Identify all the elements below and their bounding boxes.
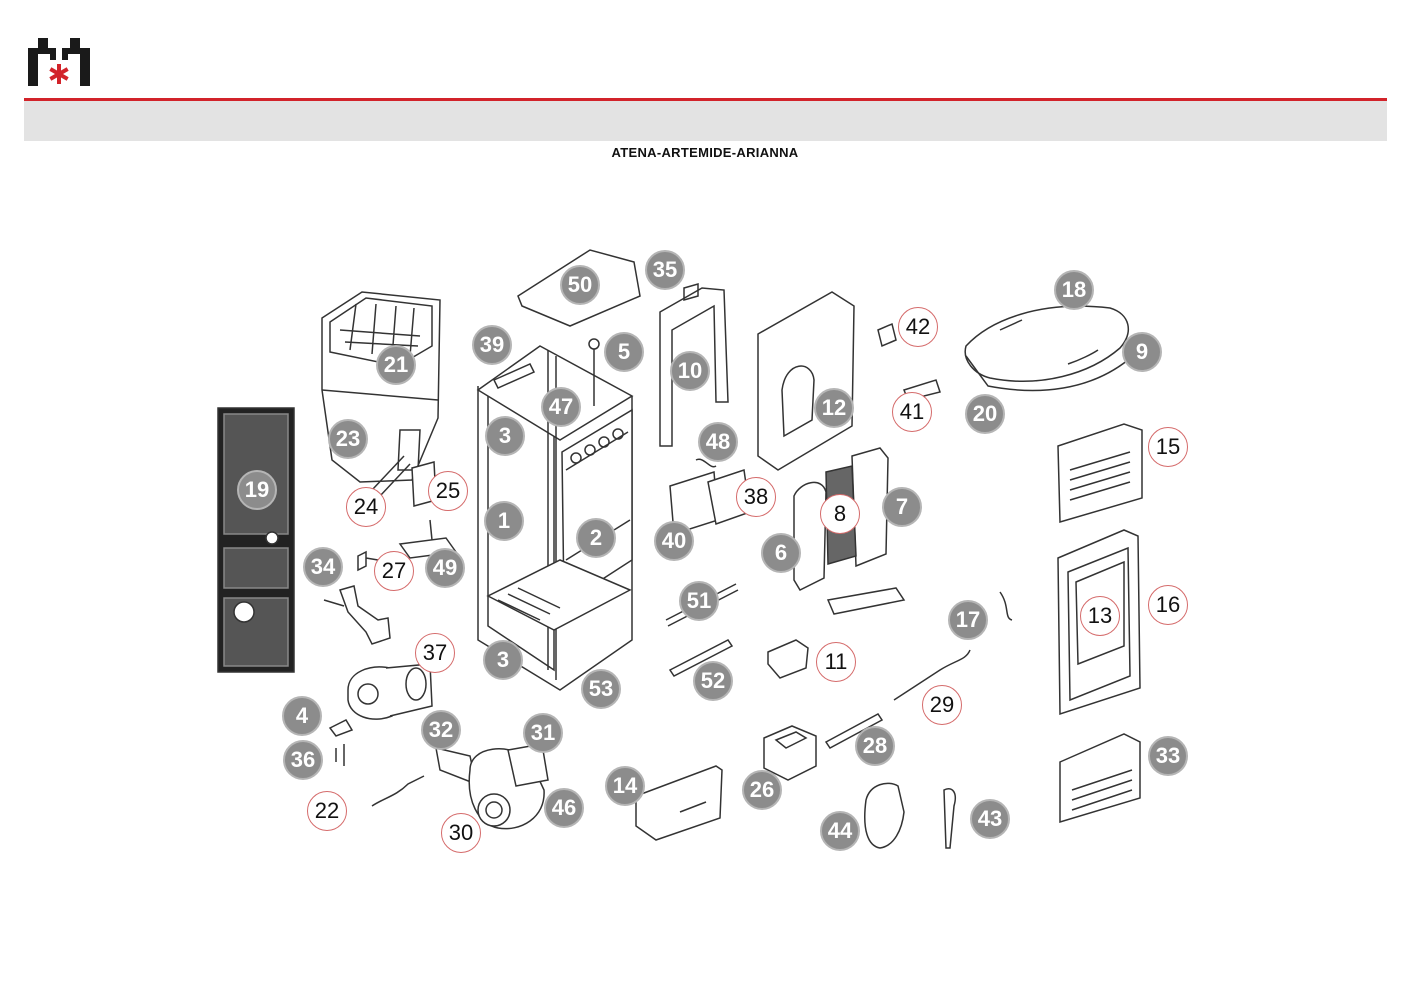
part-callout-27: 27 xyxy=(374,551,414,591)
part-callout-48: 48 xyxy=(698,422,738,462)
part-callout-34: 34 xyxy=(303,547,343,587)
part-callout-2: 2 xyxy=(576,518,616,558)
part-callout-49: 49 xyxy=(425,548,465,588)
part-callout-6: 6 xyxy=(761,533,801,573)
part-callout-7: 7 xyxy=(882,487,922,527)
header-red-line xyxy=(24,98,1387,101)
part-19-side-grille xyxy=(217,407,295,673)
part-callout-36: 36 xyxy=(283,740,323,780)
part-callout-30: 30 xyxy=(441,813,481,853)
part-callout-31: 31 xyxy=(523,713,563,753)
part-callout-20: 20 xyxy=(965,394,1005,434)
part-callout-23: 23 xyxy=(328,419,368,459)
part-callout-50: 50 xyxy=(560,265,600,305)
part-callout-43: 43 xyxy=(970,799,1010,839)
part-callout-44: 44 xyxy=(820,811,860,851)
part-callout-15: 15 xyxy=(1148,427,1188,467)
part-callout-19: 19 xyxy=(237,470,277,510)
part-callout-28: 28 xyxy=(855,726,895,766)
part-callout-33: 33 xyxy=(1148,736,1188,776)
part-callout-32: 32 xyxy=(421,710,461,750)
part-callout-10: 10 xyxy=(670,351,710,391)
part-callout-40: 40 xyxy=(654,521,694,561)
part-callout-16: 16 xyxy=(1148,585,1188,625)
company-logo-icon xyxy=(28,38,90,86)
part-callout-9: 9 xyxy=(1122,332,1162,372)
part-callout-3: 3 xyxy=(485,416,525,456)
part-callout-24: 24 xyxy=(346,487,386,527)
part-callout-3: 3 xyxy=(483,640,523,680)
part-callout-18: 18 xyxy=(1054,270,1094,310)
part-callout-22: 22 xyxy=(307,791,347,831)
part-callout-1: 1 xyxy=(484,501,524,541)
part-callout-39: 39 xyxy=(472,325,512,365)
part-callout-51: 51 xyxy=(679,581,719,621)
part-callout-8: 8 xyxy=(820,494,860,534)
part-callout-26: 26 xyxy=(742,770,782,810)
part-callout-53: 53 xyxy=(581,669,621,709)
part-callout-11: 11 xyxy=(816,642,856,682)
part-callout-37: 37 xyxy=(415,633,455,673)
part-callout-47: 47 xyxy=(541,387,581,427)
part-callout-4: 4 xyxy=(282,696,322,736)
part-callout-35: 35 xyxy=(645,250,685,290)
part-callout-17: 17 xyxy=(948,600,988,640)
part-callout-46: 46 xyxy=(544,788,584,828)
part-callout-25: 25 xyxy=(428,471,468,511)
part-callout-29: 29 xyxy=(922,685,962,725)
part-callout-5: 5 xyxy=(604,332,644,372)
header-band xyxy=(24,101,1387,141)
diagram-title: ATENA-ARTEMIDE-ARIANNA xyxy=(611,145,799,160)
part-callout-42: 42 xyxy=(898,307,938,347)
part-callout-52: 52 xyxy=(693,661,733,701)
part-callout-21: 21 xyxy=(376,345,416,385)
part-callout-41: 41 xyxy=(892,392,932,432)
part-callout-12: 12 xyxy=(814,388,854,428)
part-callout-38: 38 xyxy=(736,477,776,517)
part-callout-14: 14 xyxy=(605,766,645,806)
part-callout-13: 13 xyxy=(1080,596,1120,636)
